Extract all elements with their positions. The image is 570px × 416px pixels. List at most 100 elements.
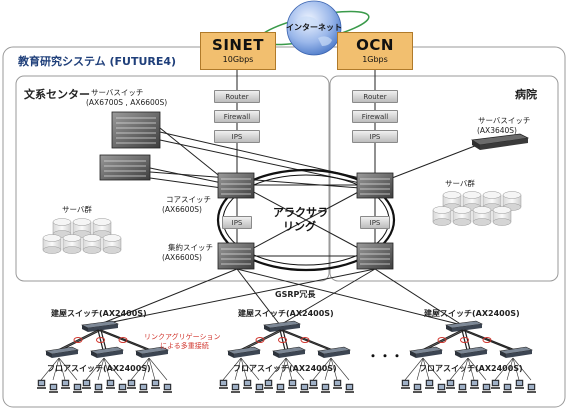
server-cylinder-icon: [102, 234, 122, 254]
pc-icon: [458, 383, 467, 393]
server-group-left-icon: [42, 218, 122, 254]
building-switch-icon: [444, 320, 484, 332]
ring-label-line2: リング: [283, 220, 316, 233]
pc-icon: [139, 383, 148, 393]
floor-switch-icon: [499, 346, 533, 358]
pc-icon: [401, 379, 410, 389]
server-switch-right-title: サーバスイッチ: [478, 116, 531, 125]
building-switch-label-1: 建屋スイッチ(AX2400S): [51, 309, 147, 318]
server-cylinder-icon: [82, 234, 102, 254]
building-group-2: [219, 320, 354, 393]
building-switch-label-3: 建屋スイッチ(AX2400S): [424, 309, 520, 318]
server-cylinder-icon: [472, 206, 492, 226]
pc-icon: [503, 383, 512, 393]
pc-icon: [127, 379, 136, 389]
internet-label: インターネット: [286, 23, 342, 32]
floor-switch-label-2: フロアスイッチ(AX2400S): [233, 364, 337, 373]
aggregate-switch-model: (AX6600S): [162, 253, 202, 262]
floor-switch-icon: [409, 346, 443, 358]
alaxala-ring: [216, 168, 396, 272]
server-cylinder-icon: [42, 234, 62, 254]
lag-label-line2: による多重接続: [160, 342, 209, 350]
ips-ring-right: IPS: [360, 216, 390, 229]
pc-icon: [264, 379, 273, 389]
pc-icon: [321, 383, 330, 393]
ips-left: IPS: [214, 130, 260, 143]
floor-switch-icon: [90, 346, 124, 358]
pc-icon: [425, 379, 434, 389]
pc-icon: [470, 379, 479, 389]
left-site-frame: [15, 75, 330, 282]
system-title: 教育研究システム (FUTURE4): [18, 55, 177, 68]
server-cylinder-icon: [62, 234, 82, 254]
server-cylinder-icon: [462, 191, 482, 211]
pc-icon: [151, 379, 160, 389]
lag-label-line1: リンクアグリゲーション: [144, 333, 221, 341]
gsrp-label: GSRP冗長: [275, 290, 316, 299]
site-left-label: 文系センター: [24, 88, 90, 101]
floor-switch-icon: [317, 346, 351, 358]
pc-icon: [345, 383, 354, 393]
server-cylinder-icon: [492, 206, 512, 226]
floor-switch-icon: [45, 346, 79, 358]
pc-icon: [446, 379, 455, 389]
pc-icon: [309, 379, 318, 389]
pc-icon: [300, 383, 309, 393]
server-group-right-label: サーバ群: [445, 179, 475, 188]
pc-icon: [94, 383, 103, 393]
isp-speed: 10Gbps: [222, 55, 254, 64]
aggregate-switch-right-icon: [356, 242, 394, 270]
site-right-label: 病院: [515, 88, 537, 101]
pc-icon: [527, 383, 536, 393]
pc-icon: [61, 379, 70, 389]
floor-switch-label-1: フロアスイッチ(AX2400S): [47, 364, 151, 373]
isp-name: OCN: [356, 36, 394, 54]
pc-icon: [515, 379, 524, 389]
internet-globe-icon: [258, 0, 370, 56]
pc-icon: [413, 383, 422, 393]
router-right: Router: [352, 90, 398, 103]
core-switch-model: (AX6600S): [162, 205, 202, 214]
floor-switch-icon: [135, 346, 169, 358]
building-floor-switches: [37, 320, 536, 393]
ellipsis: ・・・: [367, 349, 404, 363]
aggregate-switch-title: 集約スイッチ: [168, 243, 213, 252]
server-group-right-icon: [432, 191, 522, 226]
pc-icon: [276, 383, 285, 393]
server-switch-right-icon: [470, 133, 530, 150]
building-group-1: [37, 320, 172, 393]
isp-box-ocn: OCN 1Gbps: [337, 32, 413, 70]
core-switch-title: コアスイッチ: [166, 195, 211, 204]
pc-icon: [491, 379, 500, 389]
firewall-left: Firewall: [214, 110, 260, 123]
building-switch-icon: [262, 320, 302, 332]
server-switch-left-model: (AX6700S , AX6600S): [86, 98, 168, 107]
pc-icon: [437, 383, 446, 393]
pc-icon: [482, 383, 491, 393]
pc-icon: [288, 379, 297, 389]
system-frame: [2, 46, 566, 408]
building-group-3: [401, 320, 536, 393]
pc-icon: [106, 379, 115, 389]
isp-box-sinet: SINET 10Gbps: [200, 32, 276, 70]
right-site-frame: [329, 75, 559, 282]
server-cylinder-icon: [432, 206, 452, 226]
building-switch-label-2: 建屋スイッチ(AX2400S): [238, 309, 334, 318]
ring-label-line1: アラクサラ: [273, 206, 328, 219]
floor-switch-icon: [272, 346, 306, 358]
pc-icon: [333, 379, 342, 389]
server-switch-left-icon: [99, 111, 161, 181]
core-switch-right-icon: [356, 172, 394, 199]
pc-icon: [243, 379, 252, 389]
pc-icon: [118, 383, 127, 393]
router-left: Router: [214, 90, 260, 103]
pc-icon: [219, 379, 228, 389]
ips-right: IPS: [352, 130, 398, 143]
firewall-right: Firewall: [352, 110, 398, 123]
isp-name: SINET: [212, 36, 264, 54]
floor-switch-label-3: フロアスイッチ(AX2400S): [419, 364, 523, 373]
floor-switch-icon: [454, 346, 488, 358]
pc-icon: [163, 383, 172, 393]
